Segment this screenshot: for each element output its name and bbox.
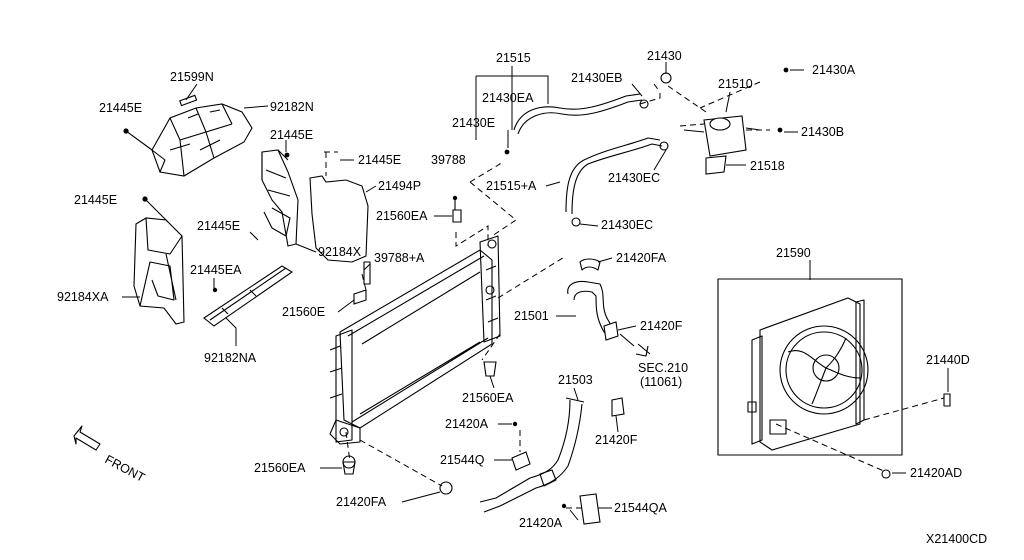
label-21420fa: 21420FA [616, 251, 667, 265]
label-21445ea: 21445EA [190, 263, 242, 277]
label-21510: 21510 [718, 77, 753, 91]
radiator [329, 235, 501, 445]
seal-21494p [309, 151, 369, 263]
label-21430eb: 21430EB [571, 71, 622, 85]
label-sec-sub: (11061) [640, 375, 682, 389]
label-21445e: 21445E [358, 153, 401, 167]
label-39788a: 39788+A [374, 251, 425, 265]
label-39788: 39788 [431, 153, 466, 167]
label-21445e: 21445E [99, 101, 142, 115]
label-21420f: 21420F [595, 433, 638, 447]
dashed-guides [345, 81, 945, 509]
label-21518: 21518 [750, 159, 785, 173]
label-21501: 21501 [514, 309, 549, 323]
label-sec-ref: SEC.210 [638, 361, 688, 375]
front-arrow: FRONT [73, 425, 148, 485]
label-21560ea: 21560EA [254, 461, 306, 475]
label-21544qa: 21544QA [614, 501, 667, 515]
label-21590: 21590 [776, 246, 811, 260]
label-21430e: 21430E [452, 116, 495, 130]
diagram-id: X21400CD [926, 532, 987, 546]
label-21494p: 21494P [378, 179, 421, 193]
label-21503: 21503 [558, 373, 593, 387]
label-21420a: 21420A [519, 516, 563, 530]
label-21420a: 21420A [445, 417, 489, 431]
label-21430b: 21430B [801, 125, 844, 139]
side-air-guide-92184xa [133, 196, 185, 325]
label-21420fa: 21420FA [336, 495, 387, 509]
label-21430ec: 21430EC [608, 171, 660, 185]
label-21445e: 21445E [270, 128, 313, 142]
front-label: FRONT [103, 452, 148, 485]
label-92184xa: 92184XA [57, 290, 109, 304]
label-21544q: 21544Q [440, 453, 485, 467]
callout-labels: 21599N 92182N 21445E 21445E 21445E 21445… [57, 49, 987, 546]
label-21420ad: 21420AD [910, 466, 962, 480]
label-21440d: 21440D [926, 353, 970, 367]
label-21560e: 21560E [282, 305, 325, 319]
label-92182na: 92182NA [204, 351, 257, 365]
label-21560ea: 21560EA [462, 391, 514, 405]
label-21430ec: 21430EC [601, 218, 653, 232]
label-21420f: 21420F [640, 319, 683, 333]
label-21430a: 21430A [812, 63, 856, 77]
label-92182n: 92182N [270, 100, 314, 114]
label-21515a: 21515+A [486, 179, 537, 193]
label-21560ea: 21560EA [376, 209, 428, 223]
label-21430ea: 21430EA [482, 91, 534, 105]
label-21599n: 21599N [170, 70, 214, 84]
label-21445e: 21445E [74, 193, 117, 207]
fan-shroud-21590 [717, 278, 951, 479]
label-21445e: 21445E [197, 219, 240, 233]
lower-hose-21503 [439, 397, 625, 525]
upper-hose-21501 [567, 258, 651, 357]
side-air-guide-92184x [261, 149, 299, 247]
label-92184x: 92184X [318, 245, 362, 259]
fasteners [342, 195, 497, 475]
label-21515: 21515 [496, 51, 531, 65]
leader-lines [122, 62, 949, 521]
label-21430: 21430 [647, 49, 682, 63]
upper-air-guide-92182n [123, 94, 253, 177]
reservoir-hose-21515 [504, 93, 669, 227]
